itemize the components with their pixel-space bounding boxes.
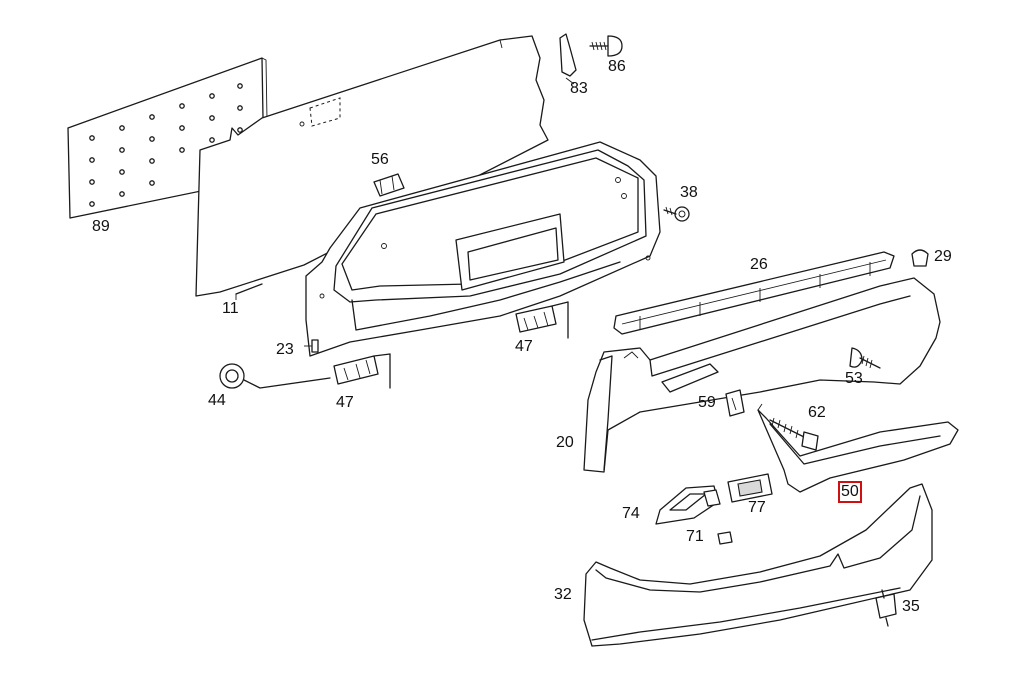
part-62-screw-shape	[769, 417, 819, 451]
part-59-clip-shape	[725, 389, 745, 417]
part-label-29[interactable]: 29	[934, 248, 952, 265]
part-53-screw-shape	[849, 347, 881, 369]
part-26-window-seal-shape	[613, 251, 895, 335]
part-label-47-upper[interactable]: 47	[515, 338, 533, 355]
part-20-upper-trim-shape	[583, 277, 941, 473]
part-label-71[interactable]: 71	[686, 528, 704, 545]
part-label-23[interactable]: 23	[276, 341, 294, 358]
part-label-53[interactable]: 53	[845, 370, 863, 387]
part-label-32[interactable]: 32	[554, 586, 572, 603]
part-label-74[interactable]: 74	[622, 505, 640, 522]
leader-lines	[235, 77, 575, 347]
part-11-water-shield-shape	[195, 35, 549, 297]
part-56-clip-shape	[373, 173, 405, 197]
part-label-26[interactable]: 26	[750, 256, 768, 273]
part-label-50-highlighted[interactable]: 50	[838, 481, 862, 503]
part-35-clip-shape	[875, 589, 897, 627]
part-label-86[interactable]: 86	[608, 58, 626, 75]
part-47-clip-upper-shape	[515, 301, 569, 339]
part-label-38[interactable]: 38	[680, 184, 698, 201]
part-label-20[interactable]: 20	[556, 434, 574, 451]
part-label-47-lower[interactable]: 47	[336, 394, 354, 411]
part-71-button-shape	[717, 531, 733, 545]
part-label-59[interactable]: 59	[698, 394, 716, 411]
part-label-77[interactable]: 77	[748, 499, 766, 516]
part-label-44[interactable]: 44	[208, 392, 226, 409]
part-23-carrier-panel-shape	[305, 141, 661, 357]
part-label-35[interactable]: 35	[902, 598, 920, 615]
part-label-83[interactable]: 83	[570, 80, 588, 97]
part-50-armrest-shape	[757, 403, 959, 493]
part-label-62[interactable]: 62	[808, 404, 826, 421]
part-32-lower-trim-shape	[583, 483, 933, 647]
part-label-89[interactable]: 89	[92, 218, 110, 235]
part-83-bracket-shape	[559, 33, 577, 77]
part-29-clip-shape	[911, 249, 929, 267]
part-74-handle-bezel-shape	[655, 485, 721, 525]
part-label-11[interactable]: 11	[222, 300, 239, 317]
part-77-switch-shape	[727, 473, 773, 503]
part-44-grommet-shape	[219, 363, 331, 389]
part-38-screw-shape	[663, 206, 690, 222]
part-label-56[interactable]: 56	[371, 151, 389, 168]
part-86-screw-shape	[589, 35, 623, 57]
part-47-clip-lower-shape	[333, 353, 391, 389]
